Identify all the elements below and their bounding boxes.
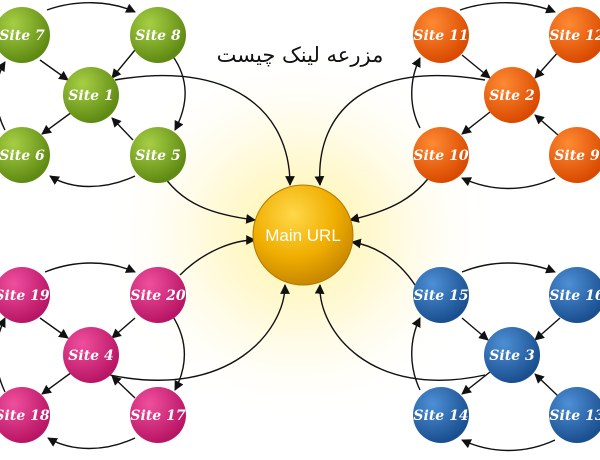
node-site15-label: Site 15 [413, 288, 468, 304]
cluster-orange-links [411, 2, 561, 190]
node-site7[interactable]: Site 7 [0, 7, 50, 63]
link-site19-site4 [39, 317, 69, 339]
node-site14-label: Site 14 [413, 408, 468, 424]
node-site18[interactable]: Site 18 [0, 387, 50, 443]
node-site18-label: Site 18 [0, 408, 50, 424]
link-site20-site17 [171, 314, 186, 391]
link-site15-site16 [461, 262, 556, 274]
node-site8-label: Site 8 [135, 28, 181, 44]
node-site19-label: Site 19 [0, 288, 50, 304]
link-site13-site14 [461, 439, 556, 452]
node-site3-label: Site 3 [489, 348, 535, 364]
link-site9-site2 [534, 114, 559, 136]
node-site10-label: Site 10 [413, 148, 468, 164]
link-site8-site1 [111, 49, 136, 79]
node-site12-label: Site 12 [549, 28, 600, 44]
node-site19[interactable]: Site 19 [0, 267, 50, 323]
cluster-pink-links [0, 262, 186, 450]
node-site15[interactable]: Site 15 [413, 267, 469, 323]
link-site16-site3 [534, 317, 561, 341]
link-site18-site19 [0, 317, 6, 393]
link-site7-site1 [39, 59, 69, 81]
node-site4[interactable]: Site 4 [63, 327, 119, 383]
node-site20-label: Site 20 [130, 288, 185, 304]
link-site15-site3 [461, 317, 489, 341]
link-site15-to-hub [351, 238, 416, 286]
link-site13-site3 [534, 373, 559, 397]
node-site5[interactable]: Site 5 [130, 127, 186, 183]
node-site14[interactable]: Site 14 [413, 387, 469, 443]
node-site6[interactable]: Site 6 [0, 127, 50, 183]
link-site12-site2 [534, 49, 561, 79]
node-site20[interactable]: Site 20 [130, 267, 186, 323]
node-site8[interactable]: Site 8 [130, 7, 186, 63]
main-url-label: Main URL [265, 226, 341, 245]
link-site2-to-hub [314, 75, 486, 186]
node-site17[interactable]: Site 17 [130, 387, 186, 443]
link-site9-site10 [461, 177, 556, 190]
cluster-blue-links [411, 262, 561, 452]
link-site3-to-hub [314, 284, 486, 381]
node-site11[interactable]: Site 11 [413, 7, 469, 63]
link-site20-to-hub [179, 235, 256, 276]
link-site4-site18 [41, 371, 73, 395]
link-site17-site18 [47, 437, 136, 450]
link-site11-site12 [459, 2, 556, 14]
link-site10-site11 [411, 57, 421, 129]
link-site20-site4 [111, 317, 136, 339]
link-site14-site15 [411, 317, 421, 391]
node-site5-label: Site 5 [135, 148, 180, 164]
link-site17-site4 [111, 375, 136, 399]
node-site1-label: Site 1 [68, 88, 113, 104]
link-site19-site20 [44, 262, 136, 273]
node-site12[interactable]: Site 12 [549, 7, 600, 63]
node-site2[interactable]: Site 2 [484, 67, 540, 123]
node-site13[interactable]: Site 13 [549, 387, 600, 443]
node-site3[interactable]: Site 3 [484, 327, 540, 383]
link-site8-site5 [171, 54, 186, 131]
page-title: مزرعه لینک چیست [217, 43, 384, 67]
node-site1[interactable]: Site 1 [63, 67, 119, 123]
node-site17-label: Site 17 [130, 408, 185, 424]
link-site1-site6 [41, 111, 73, 135]
main-url-node[interactable]: Main URL [252, 184, 354, 286]
node-site13-label: Site 13 [549, 408, 600, 424]
link-site2-site10 [461, 111, 491, 135]
link-site6-site7 [0, 61, 6, 131]
link-site4-to-hub [109, 284, 290, 381]
link-site5-site6 [49, 175, 136, 188]
cluster-green-links [0, 2, 186, 188]
link-site1-to-hub [114, 75, 295, 186]
link-site3-site14 [461, 371, 491, 395]
node-site16-label: Site 16 [549, 288, 600, 304]
node-site9-label: Site 9 [554, 148, 600, 164]
hub-links [109, 75, 486, 381]
node-site6-label: Site 6 [0, 148, 45, 164]
node-site10[interactable]: Site 10 [413, 127, 469, 183]
link-site7-site8 [46, 2, 136, 13]
node-site2-label: Site 2 [489, 88, 535, 104]
node-site16[interactable]: Site 16 [549, 267, 600, 323]
node-site4-label: Site 4 [68, 348, 113, 364]
link-site5-site1 [111, 117, 134, 141]
link-site11-site2 [461, 54, 491, 79]
node-site11-label: Site 11 [413, 28, 468, 44]
node-site9[interactable]: Site 9 [549, 127, 600, 183]
node-site7-label: Site 7 [0, 28, 45, 44]
